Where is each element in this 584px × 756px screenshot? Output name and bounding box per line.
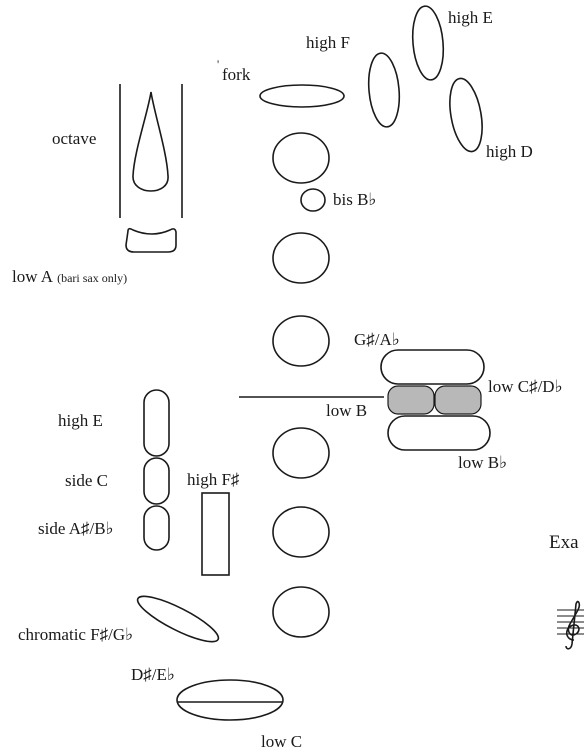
high-f-key (367, 52, 401, 128)
high-e-side-key (143, 389, 170, 457)
octave-label: octave (52, 129, 96, 148)
low-bb-key (387, 415, 491, 451)
low-b-key (387, 385, 435, 415)
low-c-label: low C (261, 732, 302, 751)
gs-ab-key (380, 349, 485, 385)
side-as-bb-label: side A♯/B♭ (38, 519, 114, 538)
high-fs-label: high F♯ (187, 470, 240, 489)
example-heading-partial: Exa (549, 532, 579, 553)
side-c-label: side C (65, 471, 108, 490)
tone-hole-3 (272, 315, 330, 367)
low-cs-db-key (434, 385, 482, 415)
octave-key (132, 91, 169, 192)
tone-hole-4 (272, 427, 330, 479)
bis-bb-label: bis B♭ (333, 190, 376, 209)
high-e-palm-label: high E (448, 8, 493, 27)
low-a-key (125, 227, 177, 253)
chromatic-fs-key (136, 595, 220, 643)
fork-tick: ' (217, 57, 219, 71)
low-bb-label: low B♭ (458, 453, 507, 472)
ds-eb-label: D♯/E♭ (131, 665, 175, 684)
high-d-key (449, 77, 483, 153)
side-as-bb-key (143, 505, 170, 551)
tone-hole-5 (272, 506, 330, 558)
tone-hole-6 (272, 586, 330, 638)
treble-staff-fragment (557, 600, 584, 650)
high-e-palm-key (411, 5, 445, 81)
chromatic-label: chromatic F♯/G♭ (18, 625, 133, 644)
tone-hole-2 (272, 232, 330, 284)
low-cs-db-label: low C♯/D♭ (488, 377, 563, 396)
high-e-side-label: high E (58, 411, 103, 430)
fork-key (259, 84, 345, 108)
fork-label: fork (222, 65, 251, 84)
treble-clef-icon (565, 600, 581, 650)
high-fs-key (201, 492, 230, 576)
gs-ab-label: G♯/A♭ (354, 330, 400, 349)
high-f-label: high F (306, 33, 350, 52)
ds-eb-low-c-key (176, 679, 284, 721)
tone-hole-1 (272, 132, 330, 184)
bis-bb-key (300, 188, 326, 212)
low-b-label: low B (326, 401, 367, 420)
side-c-key (143, 457, 170, 505)
high-d-label: high D (486, 142, 533, 161)
low-a-label: low A(bari sax only) (12, 267, 127, 286)
